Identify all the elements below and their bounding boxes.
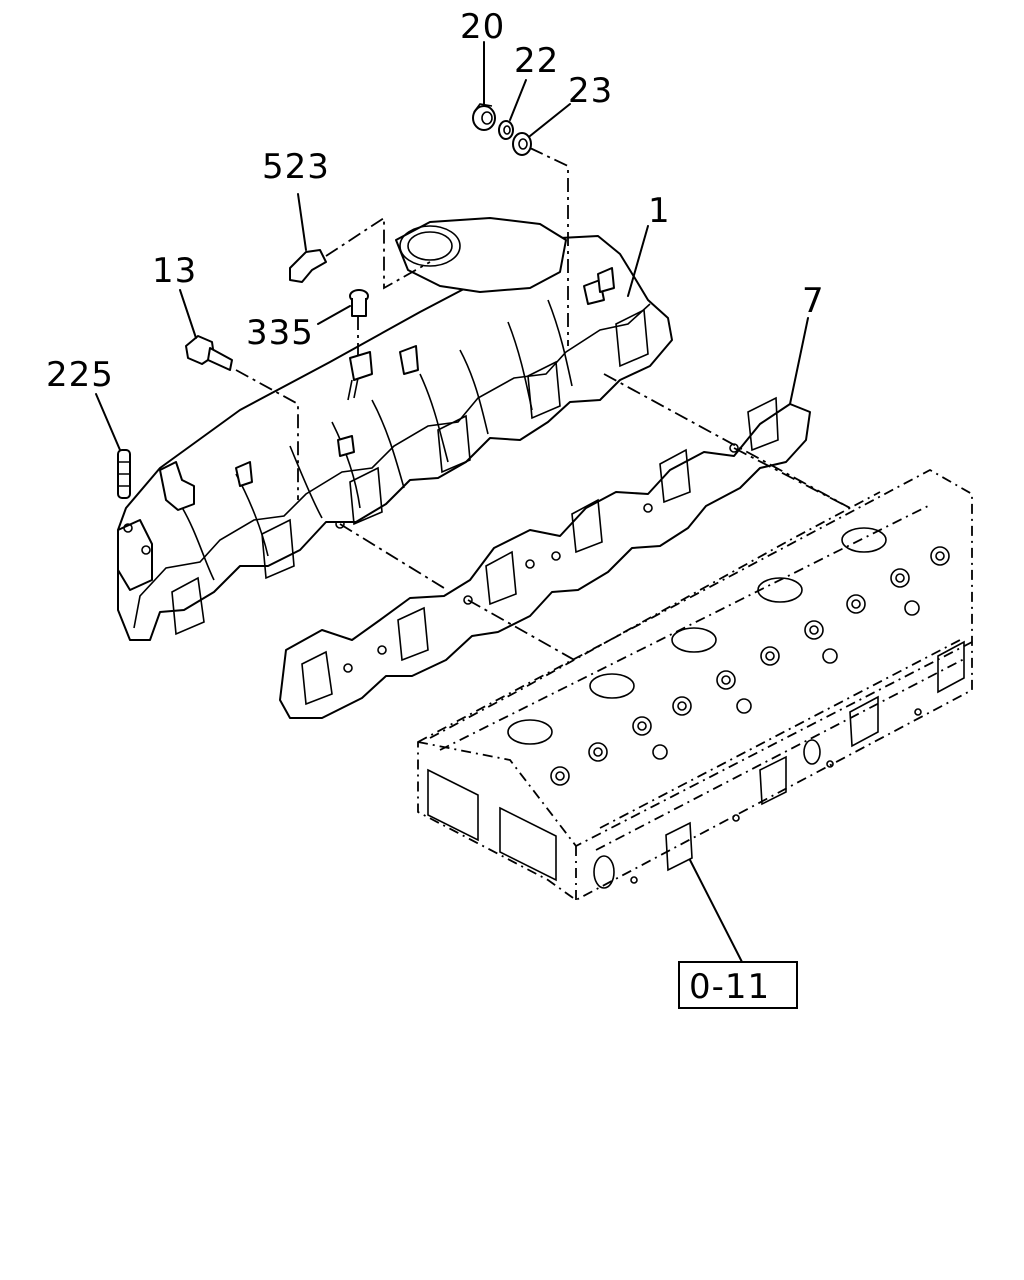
callout-labels: 20 22 23 523 1 13 335 7 225 — [46, 7, 825, 395]
callout-sensor-bolt: 335 — [246, 313, 314, 353]
exhaust-manifold — [117, 217, 673, 641]
callout-hose: 523 — [262, 147, 330, 187]
lock-washer-part — [498, 120, 514, 140]
callout-bolt: 13 — [152, 251, 197, 291]
cylinder-head — [417, 468, 977, 902]
hose-part — [289, 249, 327, 283]
head-exhaust-ports — [593, 640, 965, 889]
callout-washer: 23 — [568, 71, 613, 111]
reference-label-cylinder-head: 0-11 — [689, 967, 770, 1007]
callout-exhaust-manifold: 1 — [648, 191, 671, 231]
alignment-lines — [235, 147, 851, 663]
reference-box[interactable]: 0-11 — [678, 961, 798, 1009]
valve-seats — [507, 527, 950, 786]
sensor-bolt-part — [347, 289, 373, 401]
exhaust-manifold-gasket — [279, 396, 811, 719]
callout-gasket: 7 — [802, 281, 825, 321]
nut-part — [472, 103, 496, 131]
bolt-part — [185, 335, 233, 371]
leader-lines — [95, 41, 809, 963]
callout-stud: 225 — [46, 355, 114, 395]
washer-part — [512, 132, 532, 156]
callout-lock-washer: 22 — [514, 41, 559, 81]
callout-nut: 20 — [460, 7, 505, 47]
stud-part — [117, 449, 131, 499]
